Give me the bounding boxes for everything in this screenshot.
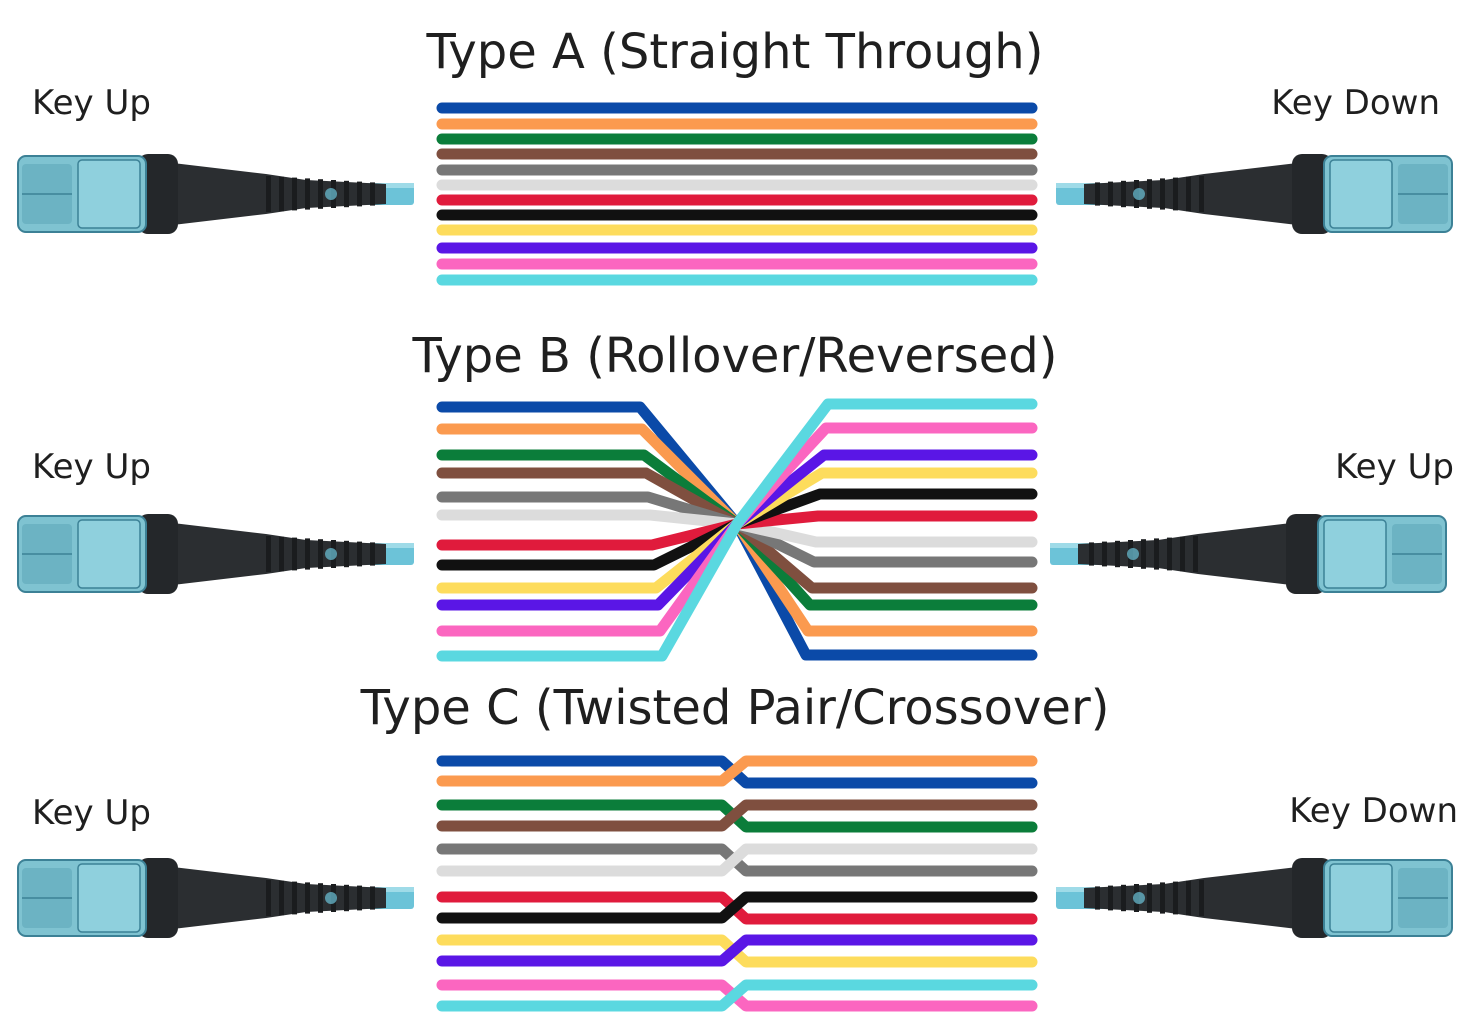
type-a-right-connector bbox=[1054, 148, 1454, 244]
type-b-fiber-aqua bbox=[436, 398, 1038, 662]
type-c-right-connector bbox=[1054, 852, 1454, 948]
type-b-right-key-label: Key Up bbox=[1335, 447, 1454, 487]
type-c-fiber-orange bbox=[436, 755, 1038, 787]
type-b-left-connector bbox=[16, 508, 416, 604]
type-b-fibers bbox=[436, 398, 1038, 662]
type-a-left-connector bbox=[16, 148, 416, 244]
type-c-fiber-brown bbox=[436, 799, 1038, 832]
type-c-fiber-white bbox=[436, 843, 1038, 877]
type-c-left-key-label: Key Up bbox=[32, 793, 151, 833]
type-b-title: Type B (Rollover/Reversed) bbox=[412, 328, 1058, 384]
type-c-fiber-black bbox=[436, 891, 1038, 924]
type-a-fibers bbox=[436, 102, 1038, 286]
type-a-right-key-label: Key Down bbox=[1271, 83, 1440, 123]
type-b-left-key-label: Key Up bbox=[32, 447, 151, 487]
type-c-fibers bbox=[436, 755, 1038, 1012]
type-a-title: Type A (Straight Through) bbox=[426, 24, 1044, 80]
type-b-right-connector bbox=[1048, 508, 1448, 604]
type-c-title: Type C (Twisted Pair/Crossover) bbox=[360, 680, 1110, 736]
type-a-left-key-label: Key Up bbox=[32, 83, 151, 123]
type-c-right-key-label: Key Down bbox=[1289, 791, 1458, 831]
type-c-fiber-violet bbox=[436, 934, 1038, 967]
type-c-left-connector bbox=[16, 852, 416, 948]
type-c-fiber-aqua bbox=[436, 979, 1038, 1012]
